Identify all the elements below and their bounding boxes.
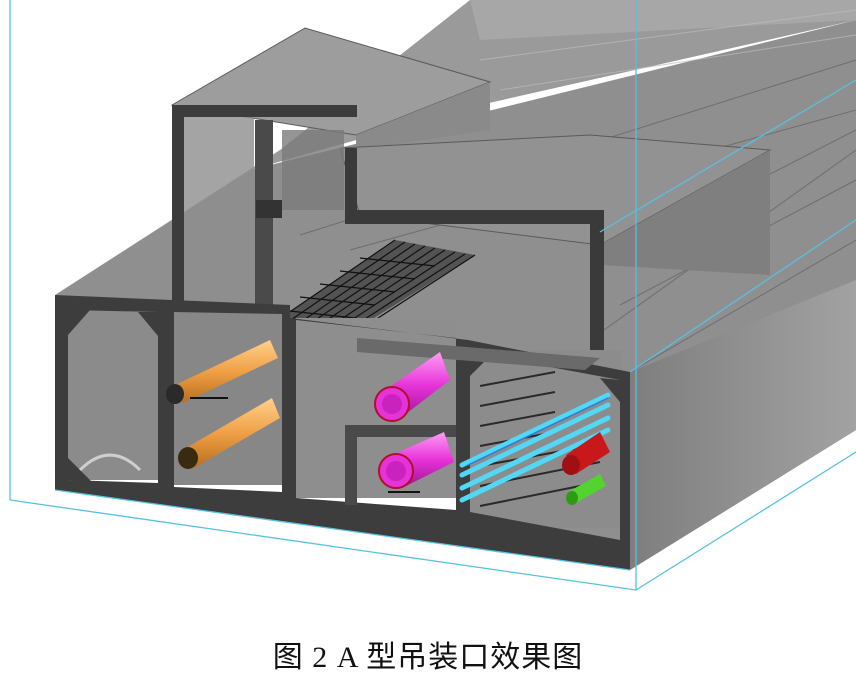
water-pipe-lower [178,398,280,469]
water-pipe-upper [166,340,278,404]
red-pipe [562,432,610,475]
heat-pipe-upper [374,352,450,422]
hoisting-opening [170,27,772,370]
heat-pipe-lower [378,432,454,493]
figure-caption: 图 2 A 型吊装口效果图 [272,641,584,674]
power-cables [459,392,611,503]
tunnel-hoisting-opening-render [9,0,856,591]
cable-tray-grid [274,239,476,334]
bounding-box-lines [9,0,856,591]
green-pipe [566,474,606,505]
